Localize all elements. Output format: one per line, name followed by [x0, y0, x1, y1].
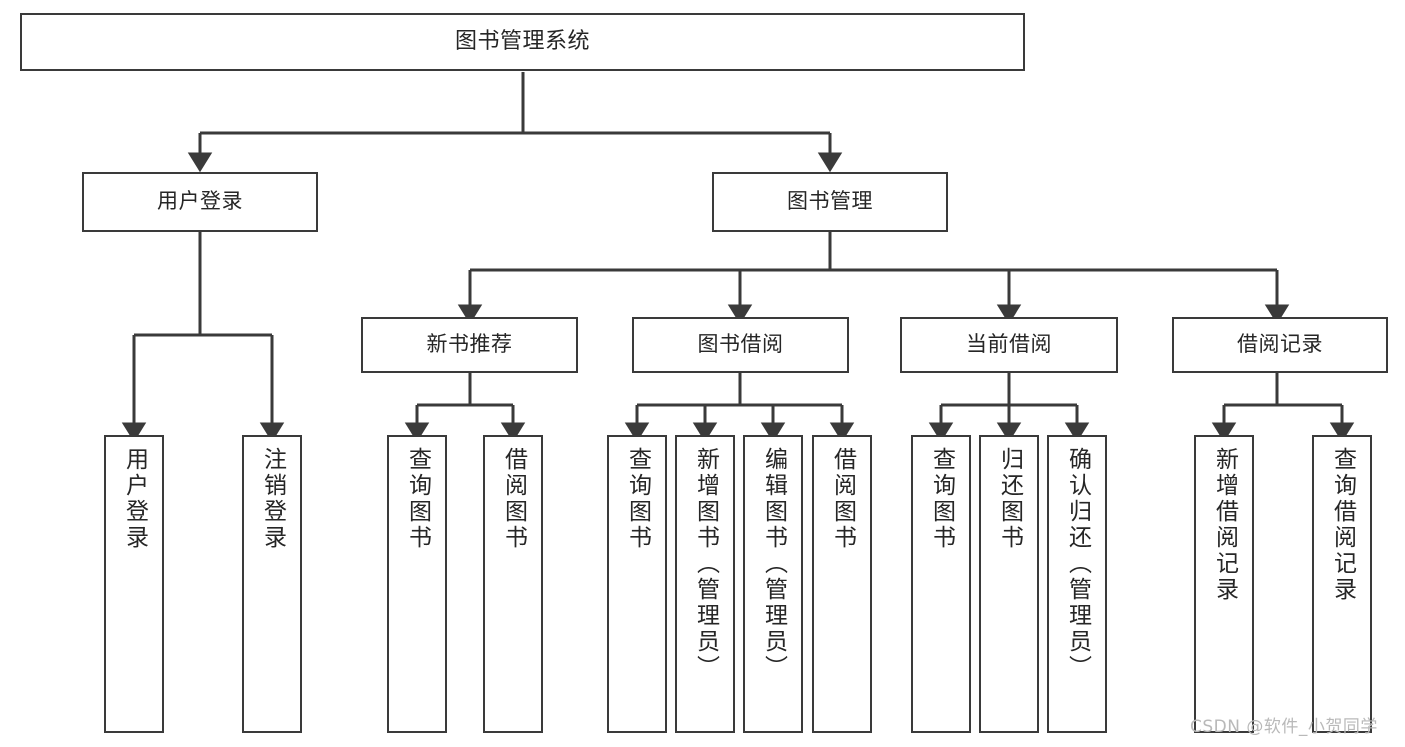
node-book-borrow[interactable]: 图书借阅	[632, 317, 849, 373]
node-user-login[interactable]: 用户登录	[82, 172, 318, 232]
node-leaf-query-book-1[interactable]: 查询图书	[387, 435, 447, 733]
node-leaf-return-book[interactable]: 归还图书	[979, 435, 1039, 733]
node-leaf-add-record[interactable]: 新增借阅记录	[1194, 435, 1254, 733]
node-leaf-confirm-return-label: 确认归还（管理员）	[1064, 447, 1091, 681]
csdn-watermark: CSDN @软件_小贺同学	[1190, 717, 1378, 737]
node-leaf-logout-login-label: 注销登录	[259, 447, 286, 551]
node-leaf-edit-book[interactable]: 编辑图书（管理员）	[743, 435, 803, 733]
node-current-borrow[interactable]: 当前借阅	[900, 317, 1118, 373]
node-leaf-query-book-2-label: 查询图书	[624, 447, 651, 551]
node-leaf-borrow-book-1[interactable]: 借阅图书	[483, 435, 543, 733]
node-leaf-user-login-label: 用户登录	[121, 447, 148, 551]
node-borrow-record-label: 借阅记录	[1237, 332, 1323, 357]
node-new-book-recommend[interactable]: 新书推荐	[361, 317, 578, 373]
node-user-login-label: 用户登录	[157, 189, 243, 214]
node-leaf-user-login[interactable]: 用户登录	[104, 435, 164, 733]
node-leaf-query-book-2[interactable]: 查询图书	[607, 435, 667, 733]
node-leaf-query-book-1-label: 查询图书	[404, 447, 431, 551]
node-new-book-recommend-label: 新书推荐	[426, 332, 513, 357]
node-leaf-query-record-label: 查询借阅记录	[1329, 447, 1356, 603]
node-leaf-borrow-book-2-label: 借阅图书	[829, 447, 856, 551]
node-borrow-record[interactable]: 借阅记录	[1172, 317, 1388, 373]
node-root-label: 图书管理系统	[454, 28, 590, 54]
node-root[interactable]: 图书管理系统	[20, 13, 1025, 71]
node-book-manage-label: 图书管理	[787, 189, 873, 214]
node-leaf-add-book-label: 新增图书（管理员）	[692, 447, 719, 681]
node-leaf-query-record[interactable]: 查询借阅记录	[1312, 435, 1372, 733]
node-leaf-borrow-book-2[interactable]: 借阅图书	[812, 435, 872, 733]
node-book-borrow-label: 图书借阅	[697, 332, 784, 357]
node-leaf-borrow-book-1-label: 借阅图书	[500, 447, 527, 551]
node-leaf-add-book[interactable]: 新增图书（管理员）	[675, 435, 735, 733]
node-current-borrow-label: 当前借阅	[966, 332, 1052, 357]
node-leaf-return-book-label: 归还图书	[996, 447, 1023, 551]
node-book-manage[interactable]: 图书管理	[712, 172, 948, 232]
node-leaf-edit-book-label: 编辑图书（管理员）	[760, 447, 787, 681]
node-leaf-logout-login[interactable]: 注销登录	[242, 435, 302, 733]
node-leaf-add-record-label: 新增借阅记录	[1211, 447, 1238, 603]
node-leaf-query-book-3[interactable]: 查询图书	[911, 435, 971, 733]
node-leaf-query-book-3-label: 查询图书	[928, 447, 955, 551]
node-leaf-confirm-return[interactable]: 确认归还（管理员）	[1047, 435, 1107, 733]
